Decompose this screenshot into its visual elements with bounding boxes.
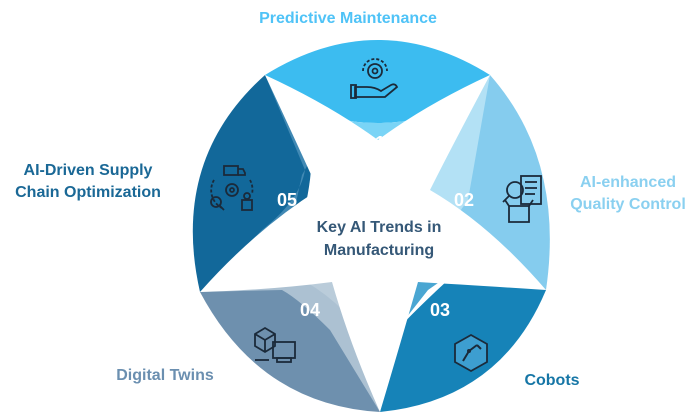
segment-number-04: 04 — [300, 300, 320, 320]
segment-number-02: 02 — [454, 190, 474, 210]
segment-number-01: 01 — [365, 133, 385, 153]
label-cobots: Cobots — [524, 372, 580, 389]
segment-05-petal — [192, 75, 312, 292]
supply-chain-icon — [210, 165, 254, 211]
robot-arm-icon — [454, 333, 488, 373]
digital-cube-icon — [254, 326, 296, 363]
label-ai-driven-supply-chain: AI-Driven Supply Chain Optimization — [15, 162, 161, 201]
label-digital-twins: Digital Twins — [116, 367, 214, 384]
label-ai-enhanced-quality-control: AI-enhanced Quality Control — [570, 174, 686, 213]
inspection-box-icon — [502, 175, 542, 223]
center-title-line-2: Manufacturing — [323, 242, 435, 259]
gear-hand-icon — [350, 58, 399, 99]
segment-03-petal — [380, 262, 546, 412]
label-predictive-maintenance: Predictive Maintenance — [259, 10, 437, 27]
segment-number-03: 03 — [430, 300, 450, 320]
segment-01-petal — [265, 40, 490, 123]
center-star-shape — [200, 75, 546, 412]
center-title-line-1: Key AI Trends in — [316, 219, 442, 236]
center-title: Key AI Trends in Manufacturing — [294, 216, 464, 262]
segment-number-05: 05 — [277, 190, 297, 210]
